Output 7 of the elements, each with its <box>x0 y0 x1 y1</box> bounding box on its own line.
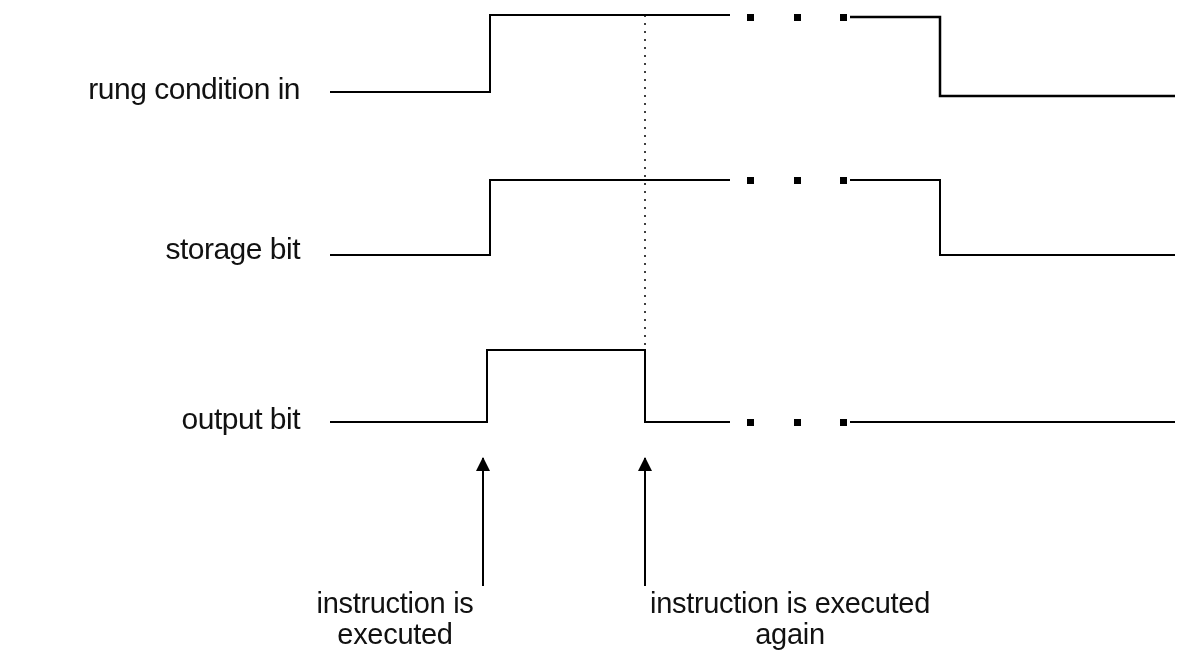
signal-label: rung condition in <box>88 72 300 106</box>
arrow <box>638 457 652 587</box>
signal-label: output bit <box>181 402 300 436</box>
annotation-text: instruction is executed <box>315 588 475 650</box>
signal-label: storage bit <box>165 232 300 266</box>
arrow <box>476 457 490 587</box>
annotation-text: instruction is executed again <box>649 588 931 650</box>
